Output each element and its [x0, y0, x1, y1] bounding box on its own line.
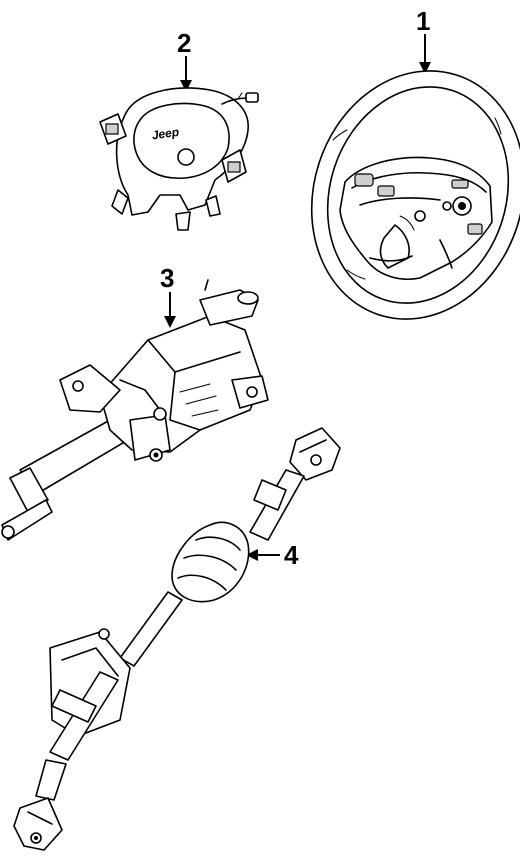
callout-3[interactable]: 3 [160, 263, 176, 328]
airbag-logo-text: Jeep [151, 125, 180, 143]
callout-2[interactable]: 2 [177, 28, 192, 92]
steering-column [1, 279, 269, 541]
callout-4-label: 4 [284, 540, 299, 570]
callout-4[interactable]: 4 [246, 540, 299, 570]
callout-3-label: 3 [160, 263, 174, 293]
callout-1-label: 1 [416, 6, 430, 36]
airbag-module: Jeep [99, 87, 259, 231]
callout-4-arrowhead [246, 549, 258, 561]
callout-2-arrowhead [180, 80, 192, 92]
steering-wheel [310, 70, 520, 320]
callout-1[interactable]: 1 [416, 6, 431, 74]
intermediate-shaft [13, 427, 341, 851]
callout-3-arrowhead [164, 316, 176, 328]
callout-1-arrowhead [419, 62, 431, 74]
callout-2-label: 2 [177, 28, 191, 58]
